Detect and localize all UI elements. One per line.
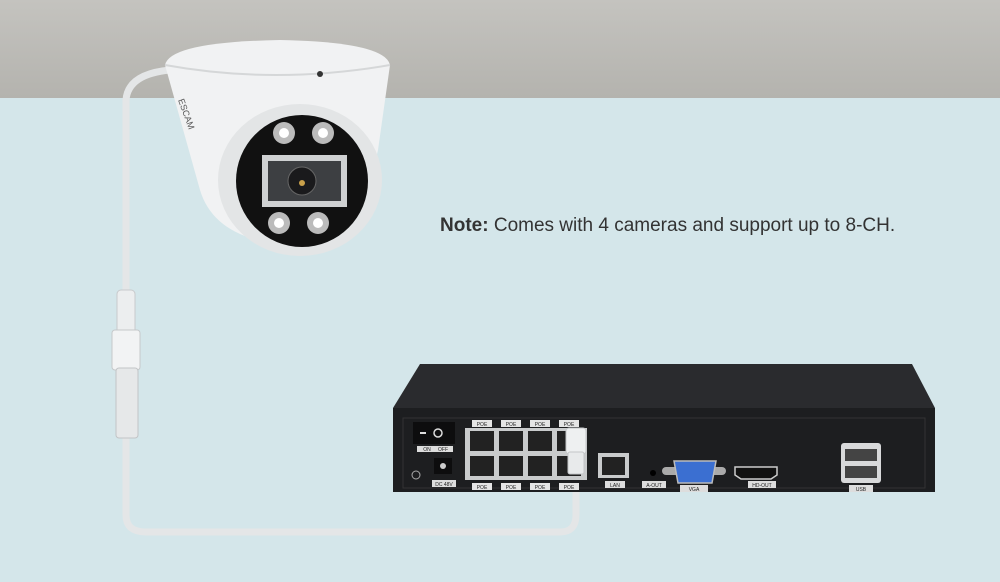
lan-label: LAN	[610, 483, 620, 489]
poe-label: POE	[535, 485, 546, 491]
dc-power-jack	[440, 463, 446, 469]
microphone-icon	[317, 71, 323, 77]
note-body: Comes with 4 cameras and support up to 8…	[488, 215, 896, 236]
poe-label: POE	[477, 485, 488, 491]
audio-out-label: A-OUT	[646, 483, 662, 489]
note-text: Note: Comes with 4 cameras and support u…	[440, 215, 895, 237]
poe-port	[528, 431, 552, 451]
poe-label: POE	[564, 422, 575, 428]
vga-label: VGA	[689, 487, 700, 493]
note-label: Note:	[440, 215, 489, 236]
switch-on-label: ON	[423, 447, 431, 453]
poe-port	[528, 456, 552, 476]
cable-connector	[111, 289, 141, 439]
ceiling	[0, 0, 1000, 98]
poe-port	[499, 431, 523, 451]
poe-label: POE	[506, 422, 517, 428]
poe-port	[499, 456, 523, 476]
poe-label: POE	[535, 422, 546, 428]
plugged-connector	[565, 427, 587, 475]
hdmi-label: HD-OUT	[752, 483, 771, 489]
dome-camera: ESCAM	[164, 40, 391, 256]
poe-label: POE	[477, 422, 488, 428]
poe-port	[470, 456, 494, 476]
ethernet-cable	[122, 66, 580, 536]
hdmi-port	[734, 466, 778, 480]
poe-label: POE	[564, 485, 575, 491]
audio-out-jack	[650, 470, 656, 476]
poe-port	[470, 431, 494, 451]
nvr-recorder: ON OFF DC 48V POE POE POE POE POE POE POE POE L…	[393, 364, 935, 493]
power-label: DC 48V	[435, 482, 453, 488]
ground-icon	[411, 470, 421, 480]
vga-port	[673, 460, 717, 484]
poe-label: POE	[506, 485, 517, 491]
usb-label: USB	[856, 487, 867, 493]
switch-off-label: OFF	[438, 447, 448, 453]
